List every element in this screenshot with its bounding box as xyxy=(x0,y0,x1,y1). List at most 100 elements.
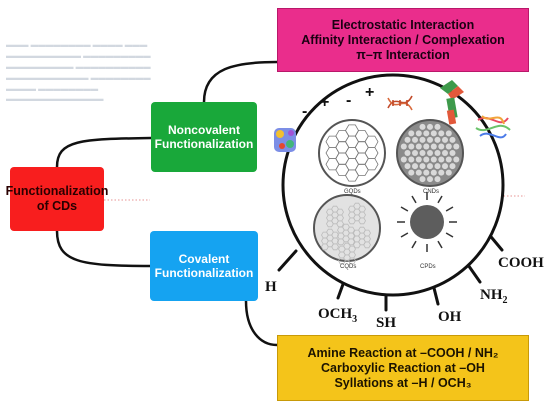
cnd-dot xyxy=(438,156,445,163)
cnd-dot xyxy=(427,163,433,170)
gqd-particle xyxy=(318,119,386,187)
antibody-icon xyxy=(440,80,464,125)
gqd-hexagon xyxy=(364,158,379,171)
cnd-dot xyxy=(434,150,441,156)
cnd-label: CNDs xyxy=(423,189,439,195)
cnd-dot xyxy=(445,130,452,137)
cpd-particle xyxy=(397,192,457,252)
covalent-label-line-2: Functionalization xyxy=(154,266,254,280)
cpd-ray xyxy=(411,240,417,249)
cnd-dot xyxy=(445,156,452,163)
cnd-dot xyxy=(412,136,418,143)
cnd-dot xyxy=(404,163,411,170)
faint-background-text: ▬▬▬ ▬▬▬▬▬▬▬▬ ▬▬▬▬ ▬▬▬ ▬▬▬▬▬▬▬▬▬▬ ▬▬▬▬▬▬▬… xyxy=(6,40,151,104)
cnd-dot xyxy=(427,136,433,143)
interaction-line-2: Affinity Interaction / Complexation xyxy=(301,32,505,47)
cnd-dot xyxy=(400,156,407,163)
cnd-dot xyxy=(415,130,422,137)
cnd-dot xyxy=(419,163,426,170)
cnd-dot xyxy=(423,130,430,137)
cpd-label: CPDs xyxy=(420,264,436,270)
cnd-dot xyxy=(427,123,433,130)
dna-icon xyxy=(387,95,413,111)
cpd-ray xyxy=(411,195,417,204)
noncovalent-interactions-box: Electrostatic Interaction Affinity Inter… xyxy=(277,8,529,72)
group-label-h: H xyxy=(265,279,277,295)
cqd-hexagon xyxy=(331,243,339,251)
cnd-dot xyxy=(438,130,445,137)
cnd-dot xyxy=(408,143,415,150)
cnd-dot xyxy=(438,143,445,150)
covalent-functionalization-box: Covalent Functionalization xyxy=(150,231,258,301)
cnd-dot xyxy=(434,176,441,183)
reaction-line-2: Carboxylic Reaction at –OH xyxy=(321,360,485,375)
root-box-functionalization-of-cds: Functionalization of CDs xyxy=(6,167,108,231)
connector-root-noncov xyxy=(55,136,152,168)
cnd-dot xyxy=(419,176,426,183)
group-label-nh2: NH2 xyxy=(480,287,508,306)
cnd-dot xyxy=(419,136,426,143)
cnd-dot xyxy=(408,156,415,163)
protein-icon xyxy=(274,128,296,152)
carbon-dot-circle xyxy=(281,73,505,297)
cpd-ray xyxy=(445,232,454,238)
group-label-cooh: COOH xyxy=(498,255,544,271)
cnd-dot xyxy=(415,169,422,176)
cnd-dot xyxy=(453,156,460,163)
reaction-line-3: Syllations at –H / OCH₃ xyxy=(334,375,472,390)
connector-root-cov xyxy=(55,230,151,268)
cnd-dot xyxy=(404,150,411,156)
cnd-dot xyxy=(438,169,445,176)
reaction-line-1: Amine Reaction at –COOH / NH₂ xyxy=(307,345,499,360)
cnd-dot xyxy=(445,143,452,150)
gqd-label: GQDs xyxy=(344,189,361,195)
group-label-sh: SH xyxy=(376,315,397,331)
noncovalent-functionalization-box: Noncovalent Functionalization xyxy=(151,102,257,172)
noncovalent-label-line-1: Noncovalent xyxy=(167,122,240,137)
cnd-dot xyxy=(412,163,418,170)
cnd-dot xyxy=(453,143,460,150)
root-label-line-2: of CDs xyxy=(36,199,78,213)
cqd-hexagon xyxy=(347,238,355,246)
cnd-dot xyxy=(445,169,452,176)
cqd-label: CQDs xyxy=(340,264,356,270)
cqd-hexagon xyxy=(363,241,371,249)
cnd-dot xyxy=(430,156,437,163)
charge-minus-1: - xyxy=(302,103,308,120)
cnd-dot xyxy=(434,123,441,130)
cnd-dot xyxy=(423,169,430,176)
cnd-dot xyxy=(419,150,426,156)
cnd-dot xyxy=(412,150,418,156)
gqd-hexagon xyxy=(345,169,359,182)
cqd-hexagon xyxy=(358,217,366,225)
cnd-dot xyxy=(408,130,415,137)
charge-plus-1: + xyxy=(320,94,330,111)
group-label-oh: OH xyxy=(438,309,462,325)
cqd-particle xyxy=(313,194,381,265)
cnd-dot xyxy=(423,143,430,150)
cpd-ray xyxy=(437,240,443,249)
cnd-dot xyxy=(449,163,456,170)
covalent-reactions-box: Amine Reaction at –COOH / NH₂ Carboxylic… xyxy=(277,335,529,401)
group-label-och3: OCH3 xyxy=(318,306,358,325)
cnd-dot xyxy=(430,143,437,150)
cnd-dot xyxy=(419,123,426,130)
cpd-ray xyxy=(400,206,409,212)
cnd-dot xyxy=(434,163,441,170)
cpd-ray xyxy=(445,206,454,212)
root-label-line-1: Functionalization xyxy=(5,184,109,198)
connector-noncov-top xyxy=(202,60,278,103)
cnd-particle xyxy=(396,119,464,187)
cnd-dot xyxy=(427,150,433,156)
cnd-dot xyxy=(449,150,456,156)
cnd-dot xyxy=(423,156,430,163)
cnd-dot xyxy=(434,136,441,143)
charge-minus-2: - xyxy=(346,92,352,109)
cnd-dot xyxy=(404,136,411,143)
protein-ribbon-icon xyxy=(475,115,511,139)
cnd-dot xyxy=(430,130,437,137)
cnd-dot xyxy=(408,169,415,176)
cnd-dot xyxy=(442,163,448,170)
cnd-dot xyxy=(442,150,448,156)
cqd-hexagon xyxy=(348,257,356,265)
